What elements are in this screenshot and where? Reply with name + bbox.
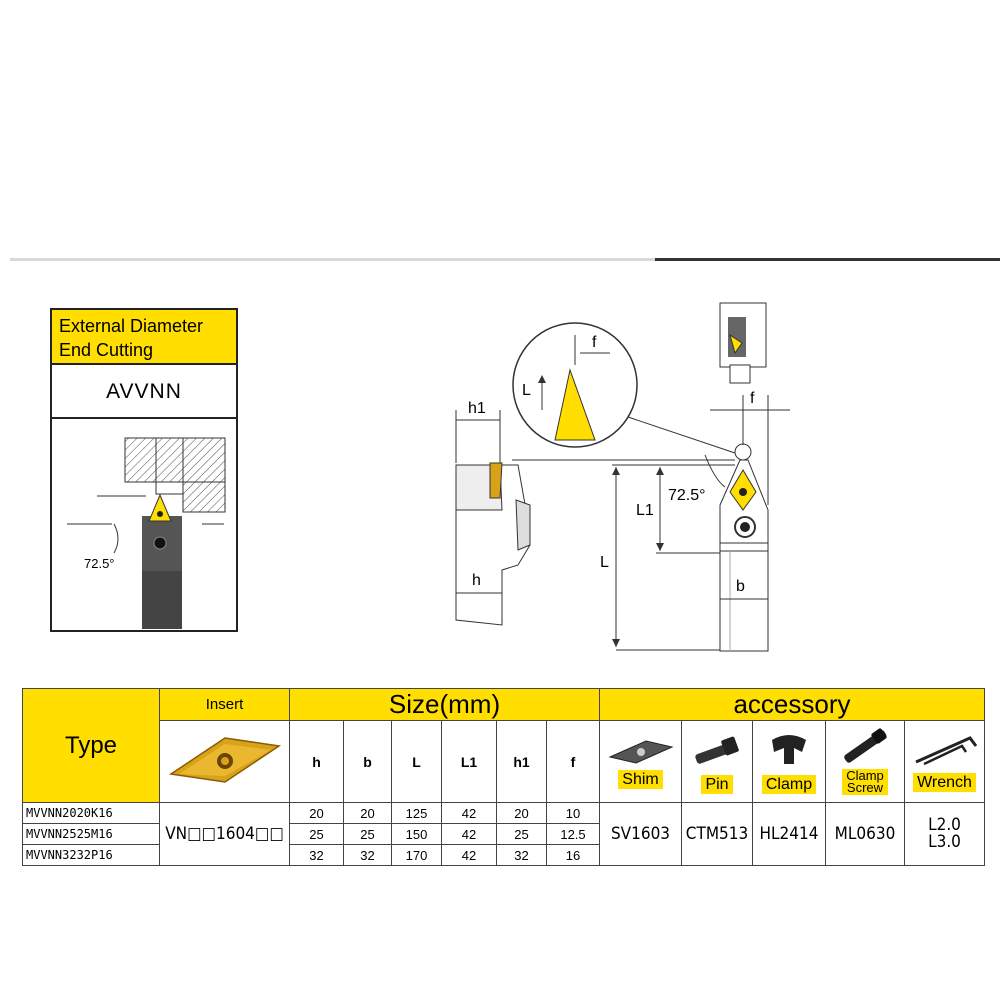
card-diagram: 72.5° xyxy=(67,437,226,629)
pin-cell: Pin xyxy=(681,720,753,803)
clamp-screw-label-2: Screw xyxy=(846,780,884,795)
technical-drawing: h1 h f L f 72.5° xyxy=(455,302,790,652)
label-f-detail: f xyxy=(592,334,597,351)
insert-header: Insert xyxy=(159,688,290,721)
clamp-label: Clamp xyxy=(761,774,817,794)
side-view-tool xyxy=(455,462,531,626)
col-h: h xyxy=(289,720,344,803)
card-title-line2: End Cutting xyxy=(59,340,154,360)
pin-code: CTM513 xyxy=(681,802,753,866)
top-view-holder xyxy=(719,302,767,384)
clamp-code: HL2414 xyxy=(752,802,826,866)
front-view-tool xyxy=(719,443,769,652)
cell-L1: 42 xyxy=(441,802,497,824)
cell-b: 25 xyxy=(343,823,392,845)
insert-code: VN□□1604□□ xyxy=(159,802,290,866)
shim-label: Shim xyxy=(618,769,663,789)
table-row: MVVNN3232P16 32 32 170 42 32 16 xyxy=(22,844,985,866)
cell-L: 125 xyxy=(391,802,442,824)
cell-h1: 25 xyxy=(496,823,547,845)
label-f: f xyxy=(750,390,755,407)
shim-cell: Shim xyxy=(599,720,682,803)
tool-holder xyxy=(142,516,182,629)
size-header: Size(mm) xyxy=(289,688,600,721)
pin-label: Pin xyxy=(701,774,733,794)
cell-h1: 32 xyxy=(496,844,547,866)
wrench-label: Wrench xyxy=(913,772,976,792)
wrench-code-2: L3.0 xyxy=(928,832,961,852)
cell-b: 32 xyxy=(343,844,392,866)
col-h1: h1 xyxy=(496,720,547,803)
cell-h1: 20 xyxy=(496,802,547,824)
cell-L: 170 xyxy=(391,844,442,866)
leader-line xyxy=(627,416,736,454)
angle-arc xyxy=(113,523,119,554)
card-angle-label: 72.5° xyxy=(84,556,115,571)
cell-b: 20 xyxy=(343,802,392,824)
clamp-icon xyxy=(772,734,806,764)
cell-h: 32 xyxy=(289,844,344,866)
clamp-cell: Clamp xyxy=(752,720,826,803)
cell-f: 12.5 xyxy=(546,823,600,845)
side-insert-icon xyxy=(489,462,503,499)
insert-image xyxy=(168,737,281,783)
cell-h: 20 xyxy=(289,802,344,824)
wrench-icon xyxy=(914,735,977,765)
model-cell: MVVNN3232P16 xyxy=(22,844,160,866)
cell-L: 150 xyxy=(391,823,442,845)
pin-icon xyxy=(695,736,739,764)
col-b: b xyxy=(343,720,392,803)
wrench-cell: Wrench xyxy=(904,720,985,803)
wrench-code: L2.0 L3.0 xyxy=(904,802,985,866)
clamp-screw-code: ML0630 xyxy=(825,802,905,866)
model-cell: MVVNN2525M16 xyxy=(22,823,160,845)
label-b: b xyxy=(736,578,745,595)
accessory-header: accessory xyxy=(599,688,985,721)
shim-code: SV1603 xyxy=(599,802,682,866)
table-row: MVVNN2020K16 VN□□1604□□ 20 20 125 42 20 … xyxy=(22,802,985,866)
cell-f: 16 xyxy=(546,844,600,866)
label-L: L xyxy=(600,554,609,571)
model-cell: MVVNN2020K16 xyxy=(22,802,160,824)
detail-magnifier: f L xyxy=(512,322,638,448)
cell-L1: 42 xyxy=(441,823,497,845)
spec-table: Type Insert Size(mm) accessory Shim xyxy=(22,688,985,866)
label-L-detail: L xyxy=(522,382,531,399)
card-code: AVVNN xyxy=(52,365,236,419)
col-L1: L1 xyxy=(441,720,497,803)
type-header: Type xyxy=(22,688,160,803)
label-h: h xyxy=(472,572,481,589)
shim-icon xyxy=(607,739,674,764)
table-row: MVVNN2525M16 25 25 150 42 25 12.5 xyxy=(22,823,985,845)
insert-icon xyxy=(148,493,172,522)
col-f: f xyxy=(546,720,600,803)
wrench-code-1: L2.0 xyxy=(928,815,961,835)
cell-h: 25 xyxy=(289,823,344,845)
workpiece-section xyxy=(124,437,226,513)
tool-type-card: External Diameter End Cutting AVVNN xyxy=(50,308,238,632)
label-L1: L1 xyxy=(636,502,654,519)
card-title-line1: External Diameter xyxy=(59,316,204,336)
cell-f: 10 xyxy=(546,802,600,824)
clamp-screw-label-1: Clamp xyxy=(846,768,884,783)
label-angle: 72.5° xyxy=(668,487,706,504)
clamp-screw-icon xyxy=(844,728,887,763)
card-title: External Diameter End Cutting xyxy=(52,310,236,365)
insert-image-cell xyxy=(159,720,290,803)
divider-light xyxy=(10,258,655,261)
col-L: L xyxy=(391,720,442,803)
cell-L1: 42 xyxy=(441,844,497,866)
divider-dark xyxy=(655,258,1000,261)
label-h1: h1 xyxy=(468,400,486,417)
